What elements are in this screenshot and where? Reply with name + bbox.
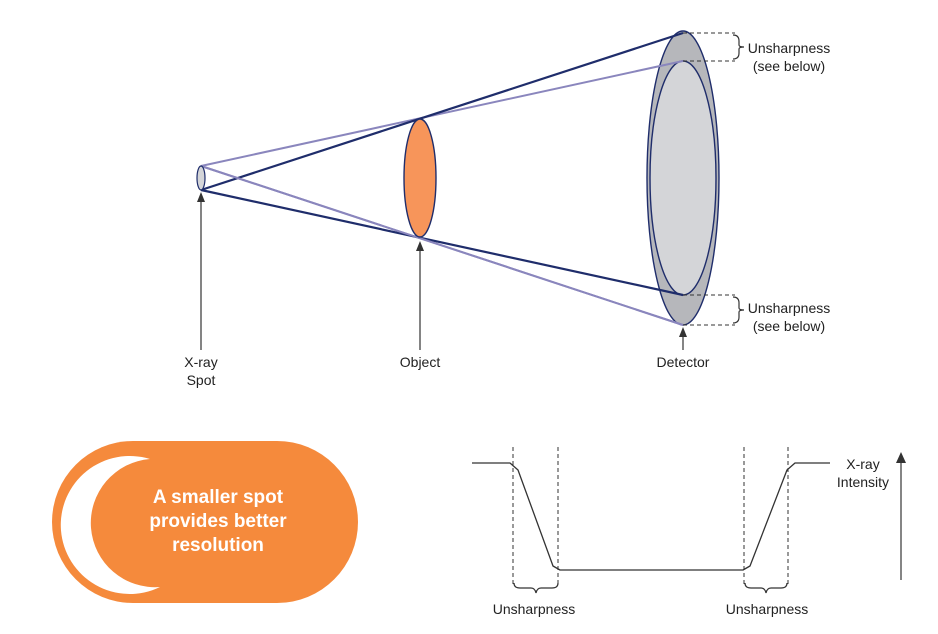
spot-label-line1: X-ray [184,354,217,370]
inner-ray-top [200,31,684,192]
unsharpness-bottom-brace [732,296,745,324]
intensity-profile: Unsharpness Unsharpness X-ray Intensity [472,447,906,617]
intensity-label-line2: Intensity [837,474,889,490]
outer-ray-top [200,60,684,167]
object-label: Object [400,354,441,370]
callout-line1: A smaller spot [153,487,284,508]
unsharpness-top-dashes [683,32,735,62]
spot-pointer-arrow [197,192,205,350]
resolution-callout: A smaller spot provides better resolutio… [52,441,358,603]
unsharpness-bottom-sublabel: (see below) [753,318,825,334]
unsharpness-top-brace [732,34,745,60]
profile-brace-left [513,582,559,594]
unsharpness-top-sublabel: (see below) [753,58,825,74]
detector-label: Detector [657,354,710,370]
detector-inner-disc [649,60,717,296]
inner-ray-bottom [200,188,684,297]
unsharpness-bottom-label: Unsharpness [748,300,831,316]
cone-diagram: X-ray Spot Object Detector Unsharpness (… [184,30,831,388]
callout-crescent [60,455,160,594]
intensity-axis-arrow [896,452,906,580]
profile-dashed-markers [512,447,789,585]
intensity-profile-curve [472,462,830,571]
profile-brace-right [744,582,788,594]
profile-unsharpness-left-label: Unsharpness [493,601,576,617]
object-pointer-arrow [416,241,424,350]
unsharpness-bottom-dashes [683,294,735,326]
callout-line3: resolution [172,535,264,556]
callout-line2: provides better [149,511,287,532]
callout-pill [52,441,358,603]
intensity-label-line1: X-ray [846,456,879,472]
detector-pointer-arrow [679,327,687,350]
outer-ray-cross [200,165,684,326]
unsharpness-top-label: Unsharpness [748,40,831,56]
object-ellipse [403,118,437,238]
profile-unsharpness-right-label: Unsharpness [726,601,809,617]
spot-label-line2: Spot [187,372,216,388]
xray-spot-ellipse [196,165,206,191]
